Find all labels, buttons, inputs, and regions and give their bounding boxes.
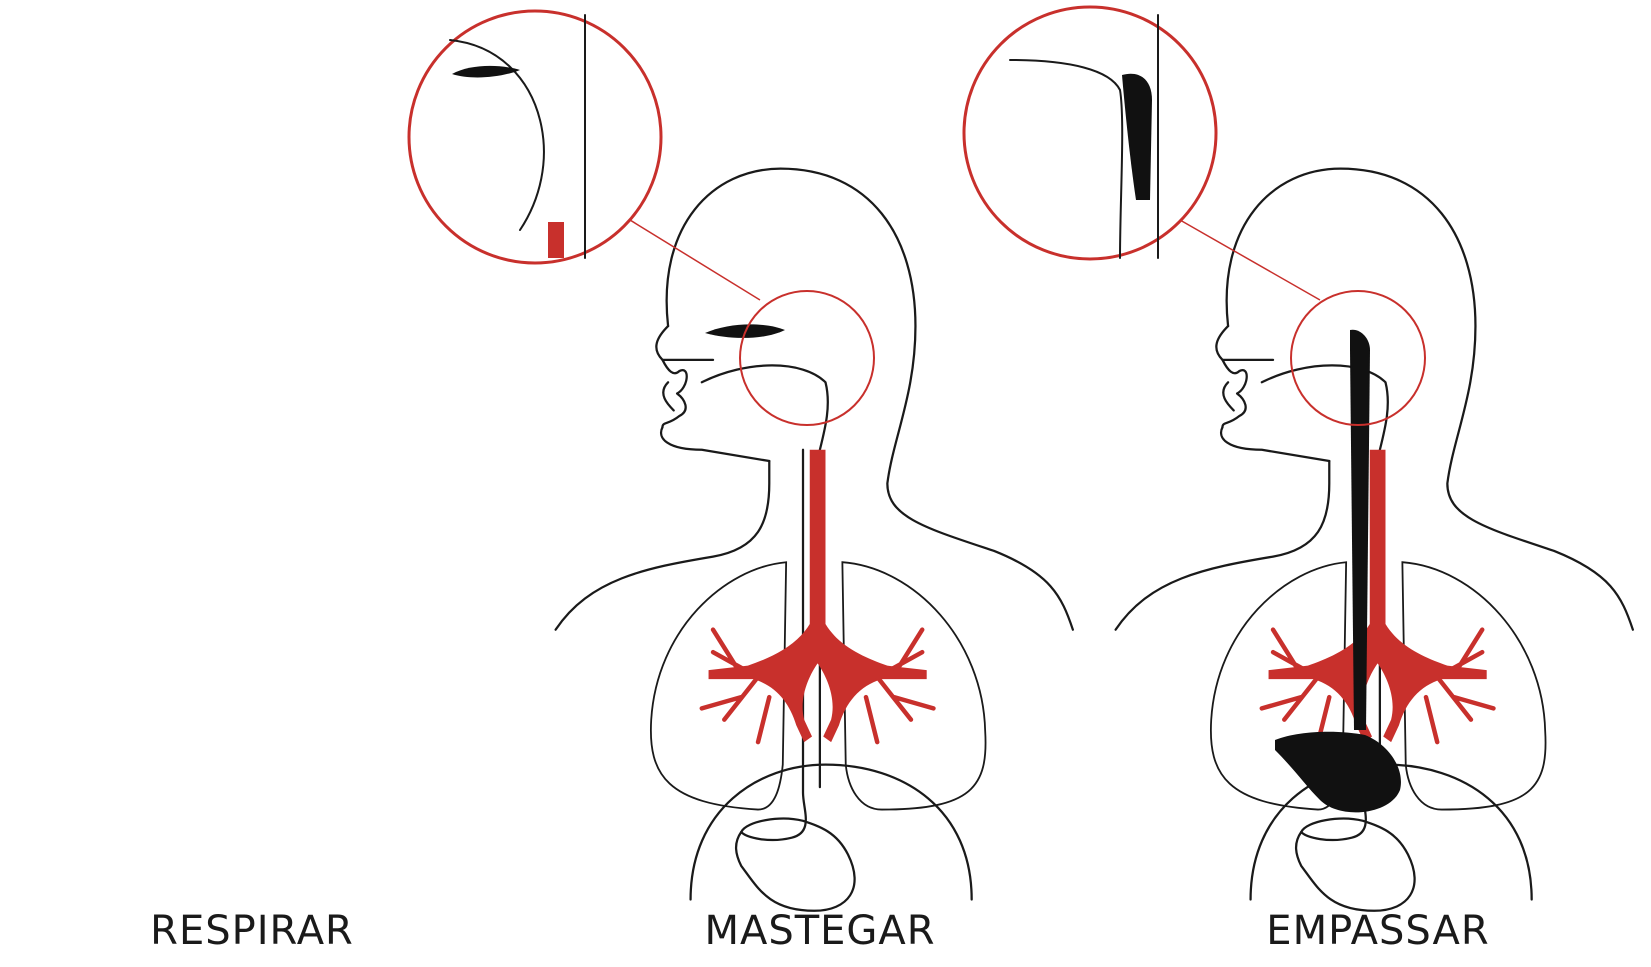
airway-highlight	[1262, 450, 1494, 742]
label-mastegar: MASTEGAR	[704, 908, 935, 954]
food-stomach	[1275, 732, 1401, 813]
panel-mastegar	[630, 169, 1633, 911]
panel-empassar	[1180, 169, 1651, 911]
zoom-connector	[630, 220, 760, 300]
inset-mastegar	[409, 11, 661, 263]
zoom-ring	[740, 291, 874, 425]
label-empassar: EMPASSAR	[1266, 908, 1489, 954]
label-respirar: RESPIRAR	[150, 908, 354, 954]
panel-respirar	[556, 169, 1073, 911]
inset-empassar	[964, 7, 1216, 259]
airway-highlight	[702, 450, 934, 742]
zoom-connector	[1180, 220, 1320, 300]
airway-detail	[548, 222, 564, 258]
